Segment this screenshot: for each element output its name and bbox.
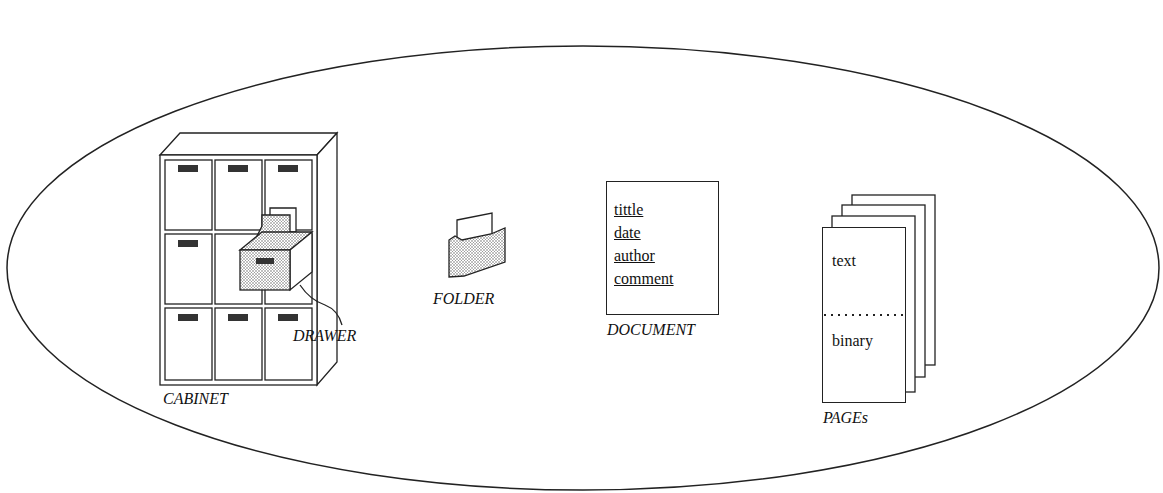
boundary-ellipse	[7, 46, 1159, 490]
folder-label: FOLDER	[433, 290, 494, 308]
field-name: author	[614, 244, 711, 267]
caption-label: DOCUMENT	[607, 321, 695, 339]
page-section: binary	[832, 332, 873, 350]
cabinet-label: CABINET	[163, 390, 228, 408]
drawer-label: DRAWER	[293, 327, 356, 345]
document-box: DOCUMENTtittledateauthorcomment	[606, 181, 719, 315]
field-name: tittle	[614, 198, 711, 221]
folder-icon	[449, 213, 505, 277]
field-name: date	[614, 221, 711, 244]
page-sheet: PAGEstextbinary	[822, 227, 906, 403]
caption-label: PAGEs	[823, 409, 868, 427]
field-list: tittledateauthorcomment	[607, 182, 718, 298]
field-name: comment	[614, 267, 711, 290]
page-section: text	[832, 252, 856, 270]
cabinet-illustration	[160, 133, 342, 385]
